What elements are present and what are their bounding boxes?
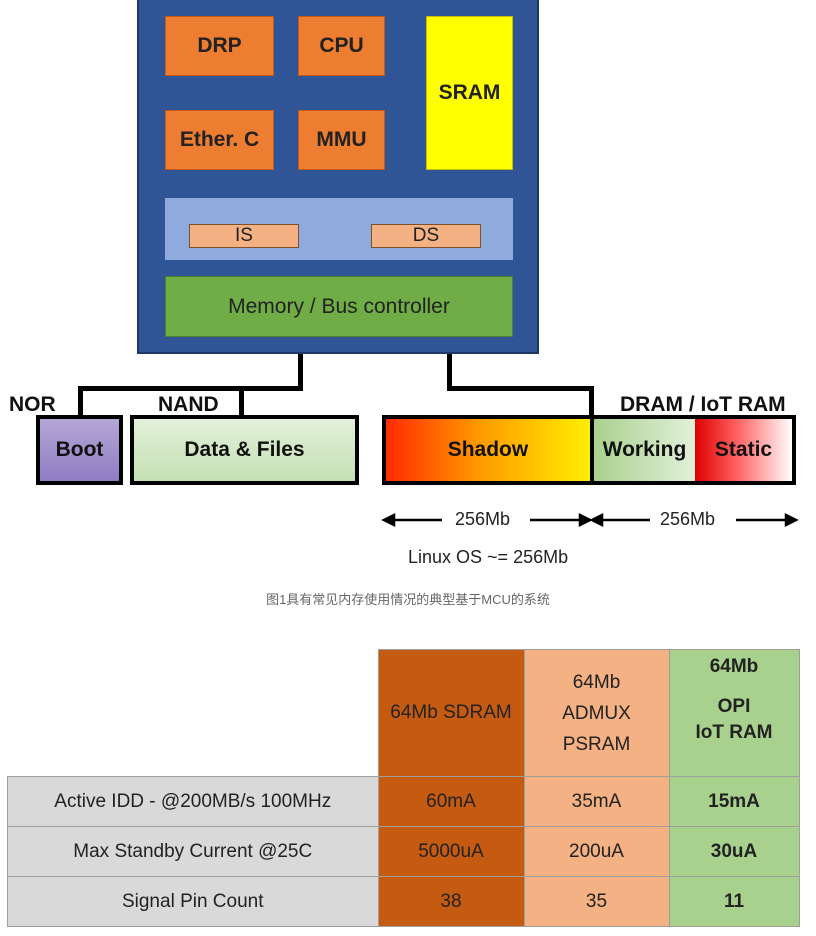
dram-region: Shadow Working Static	[382, 415, 796, 485]
connector-left-horizontal	[78, 386, 303, 391]
nand-label: NAND	[158, 393, 219, 416]
row-label: Signal Pin Count	[7, 876, 379, 927]
bus-label: Memory / Bus controller	[228, 294, 450, 318]
data-files-label: Data & Files	[184, 438, 305, 461]
row-label: Max Standby Current @25C	[7, 826, 379, 877]
ether-label: Ether. C	[179, 128, 260, 151]
is-label: IS	[235, 225, 253, 246]
connector-dram-drop	[589, 386, 594, 416]
ds-label: DS	[412, 225, 440, 246]
opi-cell: 30uA	[668, 826, 800, 877]
right-size-label: 256Mb	[660, 509, 716, 529]
static-label: Static	[714, 438, 773, 461]
header-sdram-label: 64Mb SDRAM	[390, 702, 512, 723]
header-psram: 64Mb ADMUX PSRAM	[523, 649, 670, 777]
connector-right-horizontal	[447, 386, 594, 391]
comparison-table: 64Mb SDRAM 64Mb ADMUX PSRAM 64Mb OPI IoT…	[7, 649, 800, 927]
nor-label: NOR	[9, 393, 56, 416]
row-label: Active IDD - @200MB/s 100MHz	[7, 776, 379, 827]
cpu-label: CPU	[319, 34, 364, 57]
shadow-label: Shadow	[447, 438, 529, 461]
figure-caption: 图1具有常见内存使用情况的典型基于MCU的系统	[266, 592, 550, 607]
boot-region: Boot	[36, 415, 123, 485]
data-files-region: Data & Files	[130, 415, 359, 485]
mmu-label: MMU	[316, 128, 367, 151]
connector-nor-drop	[78, 386, 83, 416]
header-psram-line-3: PSRAM	[562, 733, 631, 755]
is-cache: IS	[189, 224, 299, 248]
mmu-block: MMU	[298, 110, 385, 170]
bus-controller: Memory / Bus controller	[165, 276, 513, 337]
sdram-cell: 38	[377, 876, 525, 927]
header-opi: 64Mb OPI IoT RAM	[668, 649, 800, 777]
header-psram-line-1: 64Mb	[572, 671, 621, 693]
psram-cell: 200uA	[523, 826, 670, 877]
sram-block: SRAM	[426, 16, 513, 170]
sdram-cell: 60mA	[377, 776, 525, 827]
static-segment: Static	[694, 419, 792, 481]
psram-cell: 35mA	[523, 776, 670, 827]
size-arrows	[381, 512, 799, 528]
table-row: Max Standby Current @25C 5000uA 200uA 30…	[7, 826, 800, 877]
connector-right-vertical	[447, 354, 452, 390]
table-header-row: 64Mb SDRAM 64Mb ADMUX PSRAM 64Mb OPI IoT…	[8, 649, 800, 777]
ether-block: Ether. C	[165, 110, 274, 170]
boot-label: Boot	[55, 438, 104, 461]
working-label: Working	[602, 438, 687, 461]
psram-cell: 35	[523, 876, 670, 927]
mcu-block: DRP CPU SRAM Ether. C MMU IS DS Memory /…	[137, 0, 539, 354]
table-row: Active IDD - @200MB/s 100MHz 60mA 35mA 1…	[7, 776, 800, 827]
connector-left-vertical	[298, 354, 303, 390]
opi-cell: 15mA	[668, 776, 800, 827]
header-opi-line-2: OPI	[717, 696, 751, 717]
dram-label: DRAM / IoT RAM	[620, 393, 786, 416]
header-opi-line-3: IoT RAM	[695, 722, 773, 743]
opi-cell: 11	[668, 876, 800, 927]
connector-nand-drop	[239, 386, 244, 416]
header-psram-line-2: ADMUX	[562, 702, 631, 724]
header-opi-line-1: 64Mb	[709, 656, 759, 677]
cache-band: IS DS	[165, 198, 513, 260]
drp-block: DRP	[165, 16, 274, 76]
sram-label: SRAM	[438, 81, 501, 104]
drp-label: DRP	[197, 34, 242, 57]
shadow-segment: Shadow	[386, 419, 594, 481]
table-row: Signal Pin Count 38 35 11	[7, 876, 800, 927]
left-size-label: 256Mb	[455, 509, 511, 529]
linux-size-label: Linux OS ~= 256Mb	[408, 547, 569, 567]
header-sdram: 64Mb SDRAM	[377, 649, 525, 777]
sdram-cell: 5000uA	[377, 826, 525, 877]
header-blank-cell	[8, 650, 379, 777]
cpu-block: CPU	[298, 16, 385, 76]
ds-cache: DS	[371, 224, 481, 248]
working-segment: Working	[593, 419, 695, 481]
